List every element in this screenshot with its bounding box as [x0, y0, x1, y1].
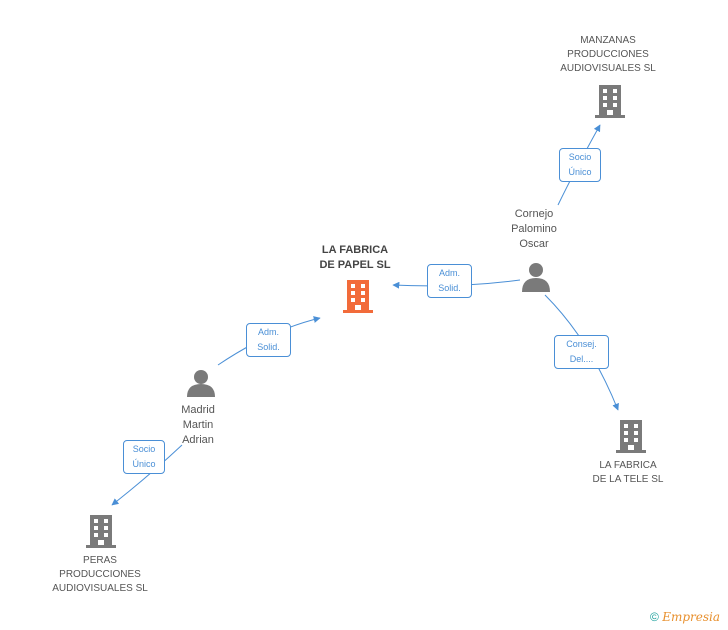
person-label-madrid[interactable]: Madrid Martin Adrian — [181, 404, 215, 446]
company-label-manzanas[interactable]: MANZANAS PRODUCCIONES AUDIOVISUALES SL — [560, 35, 656, 74]
building-icon-tele[interactable] — [616, 420, 646, 453]
footer-brand: © Empresia — [650, 610, 720, 624]
person-icon-cornejo[interactable] — [522, 263, 550, 292]
edge-label-madrid-center[interactable]: Adm. Solid. — [246, 323, 291, 357]
edge-label-cornejo-center[interactable]: Adm. Solid. — [427, 264, 472, 298]
edge-madrid-peras — [111, 444, 183, 506]
person-label-cornejo[interactable]: Cornejo Palomino Oscar — [511, 208, 557, 250]
edge-label-cornejo-manzanas[interactable]: Socio Único — [559, 148, 601, 182]
company-label-center[interactable]: LA FABRICA DE PAPEL SL — [319, 244, 391, 271]
building-icon-center[interactable] — [343, 280, 373, 313]
edge-label-cornejo-tele[interactable]: Consej. Del.... — [554, 335, 609, 369]
company-label-tele[interactable]: LA FABRICA DE LA TELE SL — [592, 460, 664, 485]
building-icon-peras[interactable] — [86, 515, 116, 548]
company-label-peras[interactable]: PERAS PRODUCCIONES AUDIOVISUALES SL — [52, 555, 148, 594]
person-icon-madrid[interactable] — [187, 370, 215, 397]
brand-logo-text: Empresia — [662, 610, 720, 624]
building-icon-manzanas[interactable] — [595, 85, 625, 118]
copyright-symbol: © — [650, 610, 659, 624]
edge-label-madrid-peras[interactable]: Socio Único — [123, 440, 165, 474]
